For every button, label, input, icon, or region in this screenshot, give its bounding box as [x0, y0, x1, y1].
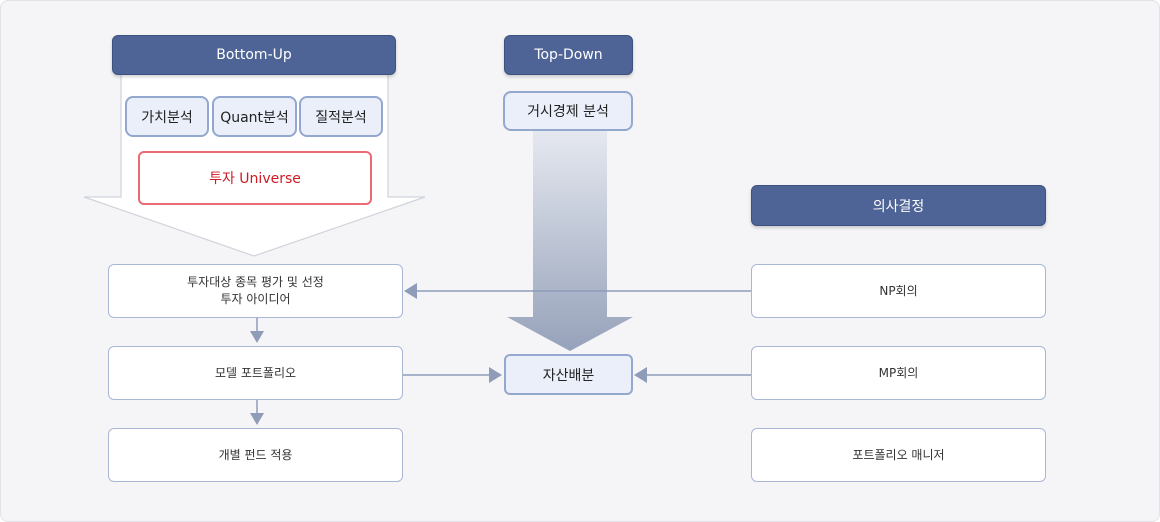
model-to-asset-arrow	[403, 367, 502, 383]
portfolio-manager-box: 포트폴리오 매니저	[751, 428, 1046, 482]
investment-universe-box: 투자 Universe	[138, 151, 372, 205]
asset-allocation-box: 자산배분	[504, 354, 633, 395]
quant-analysis-chip: Quant분석	[212, 96, 297, 137]
evaluation-step-line1: 투자대상 종목 평가 및 선정	[187, 275, 324, 289]
evaluation-step-box: 투자대상 종목 평가 및 선정 투자 아이디어	[108, 264, 403, 318]
bottom-up-header: Bottom-Up	[112, 35, 396, 75]
np-meeting-box: NP회의	[751, 264, 1046, 318]
model-portfolio-box: 모델 포트폴리오	[108, 346, 403, 400]
evaluation-step-line2: 투자 아이디어	[220, 292, 291, 306]
top-down-arrow	[507, 128, 633, 351]
decision-header: 의사결정	[751, 185, 1046, 226]
qualitative-analysis-chip: 질적분석	[299, 96, 383, 137]
macro-analysis-chip: 거시경제 분석	[503, 91, 633, 131]
step-arrow-1	[250, 317, 264, 343]
step-arrow-2	[250, 399, 264, 425]
individual-fund-box: 개별 펀드 적용	[108, 428, 403, 482]
top-down-header: Top-Down	[504, 35, 633, 75]
value-analysis-chip: 가치분석	[125, 96, 209, 137]
mp-to-asset-arrow	[634, 367, 751, 383]
mp-meeting-box: MP회의	[751, 346, 1046, 400]
np-to-evaluation-arrow	[404, 283, 751, 299]
